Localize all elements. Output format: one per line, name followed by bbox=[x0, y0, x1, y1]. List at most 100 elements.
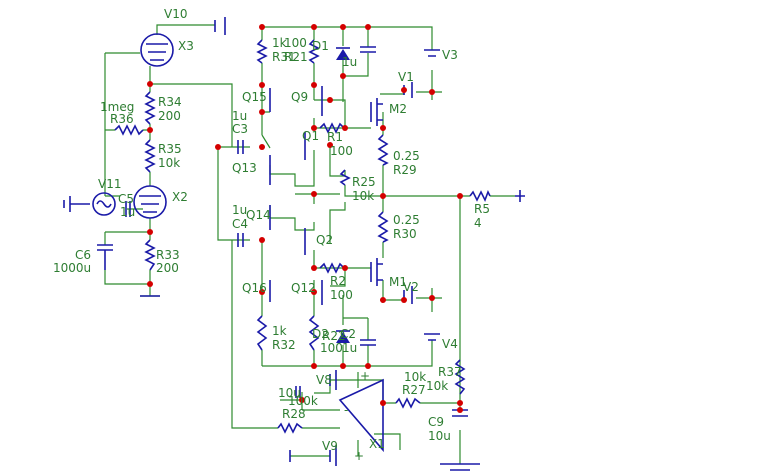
label-r1: R1 bbox=[327, 130, 343, 144]
r21-symbol bbox=[308, 39, 320, 64]
label-c4: C4 bbox=[232, 217, 248, 231]
r5-symbol bbox=[469, 190, 491, 202]
label-r5-value: 4 bbox=[474, 216, 482, 230]
label-r2: R2 bbox=[330, 274, 346, 288]
label-r35-value: 10k bbox=[158, 156, 180, 170]
r1-symbol bbox=[319, 122, 345, 134]
label-r28-value: 100k bbox=[288, 394, 318, 408]
v3-symbol bbox=[424, 49, 440, 57]
ground-v11 bbox=[63, 196, 90, 212]
r36-symbol bbox=[114, 124, 144, 136]
label-r1-value: 100 bbox=[330, 144, 353, 158]
label-r27: R27 bbox=[402, 383, 426, 397]
r29-symbol bbox=[377, 134, 389, 166]
opamp-x1-symbol bbox=[338, 378, 384, 453]
r32-symbol bbox=[256, 315, 268, 351]
label-c2-value: 1u bbox=[342, 341, 357, 355]
label-r30-value: 0.25 bbox=[393, 213, 420, 227]
c5-symbol bbox=[125, 201, 131, 217]
label-c9-value: 10u bbox=[428, 429, 451, 443]
c1-symbol bbox=[360, 46, 376, 53]
d2-symbol bbox=[336, 332, 350, 343]
v4-symbol bbox=[424, 333, 440, 341]
label-r33: R33 bbox=[156, 248, 180, 262]
m2-symbol bbox=[370, 98, 383, 126]
label-v2: V2 bbox=[403, 280, 419, 294]
label-c2: C2 bbox=[340, 327, 356, 341]
label-r2-value: 100 bbox=[330, 288, 353, 302]
label-r22-value: 100 bbox=[320, 341, 343, 355]
v11-source bbox=[92, 192, 116, 216]
ground-v9 bbox=[140, 295, 291, 462]
label-c10-value: 10u bbox=[278, 386, 301, 400]
label-v4: V4 bbox=[442, 337, 458, 351]
label-opamp-minus: - bbox=[344, 403, 348, 417]
label-v11: V11 bbox=[98, 177, 121, 191]
r2-symbol bbox=[319, 262, 345, 274]
label-r5: R5 bbox=[474, 202, 490, 216]
r30-symbol bbox=[377, 211, 389, 243]
label-c3: C3 bbox=[232, 122, 248, 136]
label-v8: V8 bbox=[316, 373, 332, 387]
r33-symbol bbox=[144, 239, 156, 271]
r37-symbol bbox=[454, 359, 466, 395]
label-q1: Q1 bbox=[302, 129, 319, 143]
label-c6-value: 1000u bbox=[53, 261, 91, 275]
label-x3: X3 bbox=[178, 39, 194, 53]
r22-symbol bbox=[308, 315, 320, 351]
m1-symbol bbox=[370, 258, 383, 286]
label-r36-value: 1meg bbox=[100, 100, 134, 114]
label-q12: Q12 bbox=[291, 281, 316, 295]
tube-x2-symbol bbox=[133, 185, 167, 219]
ground-c9 bbox=[440, 463, 480, 471]
label-q9: Q9 bbox=[291, 90, 308, 104]
label-r32: R32 bbox=[272, 338, 296, 352]
r34-symbol bbox=[144, 91, 156, 125]
c4-symbol bbox=[237, 233, 244, 247]
r25-symbol bbox=[339, 169, 351, 186]
label-v1: V1 bbox=[398, 70, 414, 84]
label-v10: V10 bbox=[164, 7, 187, 21]
label-r33-value: 200 bbox=[156, 261, 179, 275]
label-c9: C9 bbox=[428, 415, 444, 429]
c2-symbol bbox=[360, 339, 376, 346]
label-v3: V3 bbox=[442, 48, 458, 62]
label-r37-value: 10k bbox=[426, 379, 448, 393]
label-d1: D1 bbox=[312, 39, 329, 53]
label-r25-value: 10k bbox=[352, 189, 374, 203]
label-q13: Q13 bbox=[232, 161, 257, 175]
label-r27-value: 10k bbox=[404, 370, 426, 384]
c10-symbol bbox=[295, 386, 301, 398]
ground-v10 bbox=[214, 17, 226, 35]
label-m2: M2 bbox=[389, 102, 407, 116]
v9-symbol bbox=[329, 446, 337, 466]
c6-symbol bbox=[97, 244, 113, 270]
label-q16: Q16 bbox=[242, 281, 267, 295]
label-r29-value: 0.25 bbox=[393, 149, 420, 163]
label-r34-value: 200 bbox=[158, 109, 181, 123]
ground-r5 bbox=[515, 190, 525, 202]
label-r32-value: 1k bbox=[272, 324, 287, 338]
d1-symbol bbox=[336, 49, 350, 60]
label-c6: C6 bbox=[75, 248, 91, 262]
label-r31-value: 1k bbox=[272, 36, 287, 50]
label-c3-value: 1u bbox=[232, 109, 247, 123]
label-r25: R25 bbox=[352, 175, 376, 189]
r35-symbol bbox=[144, 139, 156, 173]
label-r30: R30 bbox=[393, 227, 417, 241]
components bbox=[63, 17, 525, 471]
label-r21: R21 bbox=[284, 50, 308, 64]
label-c4-value: 1u bbox=[232, 203, 247, 217]
label-d2: D2 bbox=[312, 327, 329, 341]
label-x2: X2 bbox=[172, 190, 188, 204]
label-r29: R29 bbox=[393, 163, 417, 177]
labels: V10 X3 1meg R36 R34 200 R35 10k V11 C5 1… bbox=[53, 7, 490, 463]
tube-x3-symbol bbox=[140, 33, 174, 67]
label-c5: C5 bbox=[118, 192, 134, 206]
v8-symbol bbox=[329, 370, 337, 390]
label-q14: Q14 bbox=[246, 208, 271, 222]
label-q2: Q2 bbox=[316, 233, 333, 247]
label-r31: R31 bbox=[272, 50, 296, 64]
c3-symbol bbox=[237, 140, 244, 154]
r31-symbol bbox=[256, 39, 268, 64]
